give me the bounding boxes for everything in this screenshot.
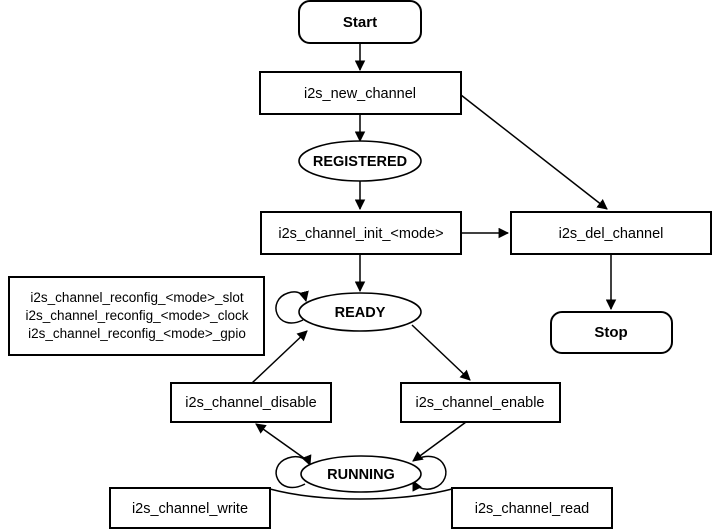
- node-reconfig-line-gpio: i2s_channel_reconfig_<mode>_gpio: [28, 326, 246, 341]
- node-registered-label: REGISTERED: [313, 154, 407, 170]
- edge-new-channel-to-del-channel: [460, 94, 608, 210]
- node-channel-write[interactable]: i2s_channel_write: [109, 487, 271, 529]
- edge-channel-disable-to-ready: [251, 330, 308, 384]
- node-start[interactable]: Start: [298, 0, 422, 44]
- node-channel-read[interactable]: i2s_channel_read: [451, 487, 613, 529]
- node-running-label: RUNNING: [327, 467, 395, 483]
- edge-running-to-channel-disable: [255, 423, 309, 462]
- node-del-channel[interactable]: i2s_del_channel: [510, 211, 712, 255]
- node-channel-write-label: i2s_channel_write: [132, 501, 248, 517]
- node-reconfig-line-slot: i2s_channel_reconfig_<mode>_slot: [30, 290, 243, 305]
- node-new-channel-label: i2s_new_channel: [304, 86, 416, 102]
- node-channel-enable[interactable]: i2s_channel_enable: [400, 382, 561, 423]
- edge-ready-to-channel-enable: [411, 324, 471, 381]
- node-channel-disable-label: i2s_channel_disable: [185, 395, 316, 411]
- node-ready[interactable]: READY: [298, 292, 422, 332]
- node-running[interactable]: RUNNING: [300, 455, 422, 493]
- node-channel-read-label: i2s_channel_read: [475, 501, 589, 517]
- edge-running-self-loop-left: [275, 454, 312, 489]
- node-stop-label: Stop: [594, 324, 627, 341]
- edge-ready-self-loop: [275, 290, 309, 324]
- node-del-channel-label: i2s_del_channel: [559, 226, 664, 242]
- edge-running-self-loop-right: [412, 455, 447, 492]
- node-reconfig-line-clock: i2s_channel_reconfig_<mode>_clock: [26, 308, 249, 323]
- edge-channel-read-to-running: [359, 488, 453, 500]
- node-registered[interactable]: REGISTERED: [298, 140, 422, 182]
- node-ready-label: READY: [335, 305, 386, 321]
- edge-channel-enable-to-running: [412, 421, 467, 462]
- node-channel-disable[interactable]: i2s_channel_disable: [170, 382, 332, 423]
- node-reconfig-box[interactable]: i2s_channel_reconfig_<mode>_slot i2s_cha…: [8, 276, 265, 356]
- node-channel-enable-label: i2s_channel_enable: [416, 395, 545, 411]
- node-start-label: Start: [343, 14, 377, 31]
- edge-channel-write-to-running: [269, 488, 361, 500]
- node-channel-init[interactable]: i2s_channel_init_<mode>: [260, 211, 462, 255]
- node-channel-init-label: i2s_channel_init_<mode>: [278, 226, 443, 242]
- node-stop[interactable]: Stop: [550, 311, 673, 354]
- node-new-channel[interactable]: i2s_new_channel: [259, 71, 462, 115]
